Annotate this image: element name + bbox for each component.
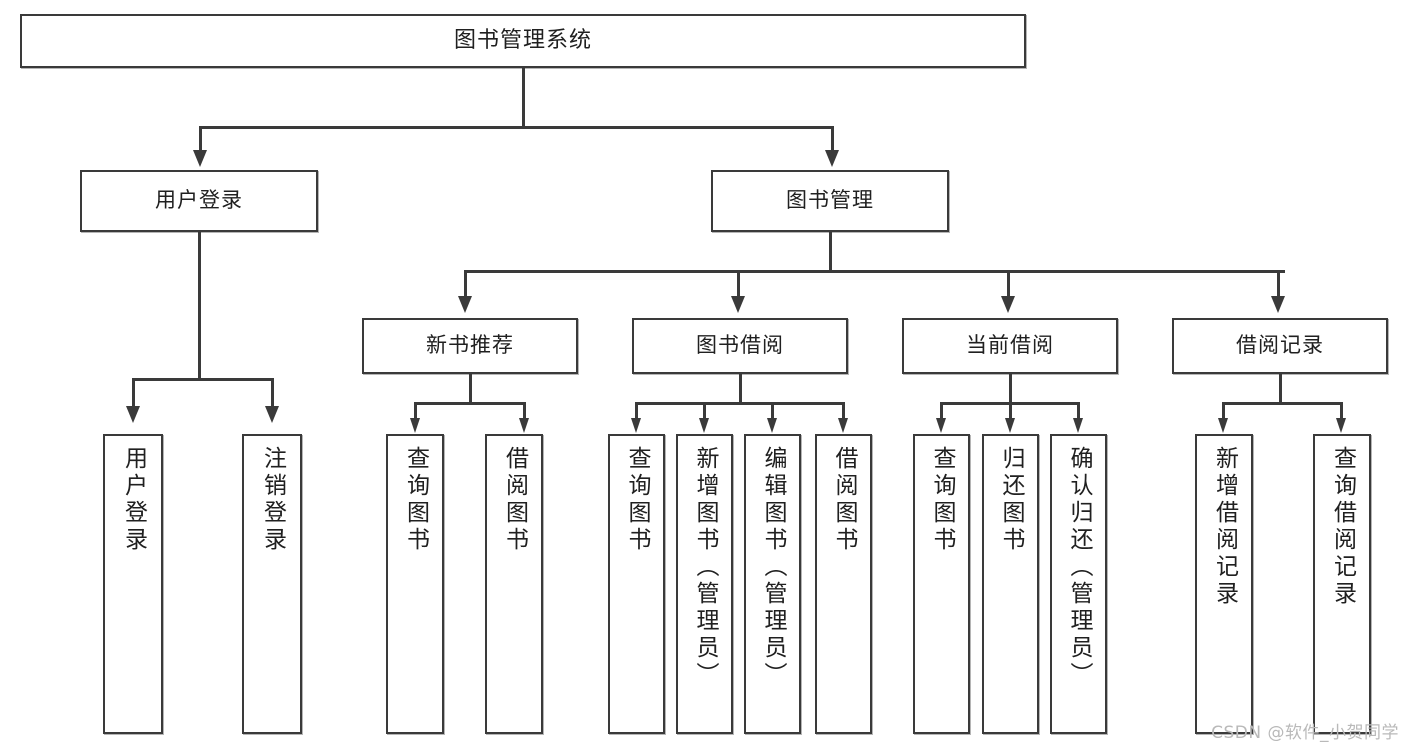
connector-currentborrow-drop-2 — [1009, 402, 1012, 418]
arrowhead-userlogin-leaf-1 — [126, 406, 140, 423]
connector-bookborrow-drop-4 — [842, 402, 845, 418]
connector-currentborrow-drop-3 — [1077, 402, 1080, 418]
arrowhead-currentborrow-leaf-1 — [936, 418, 946, 433]
connector-bookmanage-drop-4 — [1277, 270, 1280, 296]
connector-bookmanage-drop-3 — [1007, 270, 1010, 296]
arrowhead-currentborrow-leaf-3 — [1073, 418, 1083, 433]
connector-bookmanage-drop-1 — [464, 270, 467, 296]
node-label: 确认归还（管理员） — [1066, 446, 1092, 689]
node-label: 图书借阅 — [696, 333, 784, 358]
connector-newbook-drop-2 — [523, 402, 526, 418]
connector-userlogin-drop-2 — [271, 378, 274, 406]
node-label: 用户登录 — [155, 188, 243, 213]
node-new-book-recommend[interactable]: 新书推荐 — [362, 318, 578, 374]
node-current-borrow[interactable]: 当前借阅 — [902, 318, 1118, 374]
node-label: 查询图书 — [929, 446, 955, 554]
arrowhead-newbook-leaf-2 — [519, 418, 529, 433]
leaf-borrowrecord-add-record[interactable]: 新增借阅记录 — [1195, 434, 1253, 734]
connector-newbook-bus — [414, 402, 525, 405]
leaf-bookborrow-query-book[interactable]: 查询图书 — [608, 434, 665, 734]
arrowhead-bookborrow-leaf-3 — [767, 418, 777, 433]
node-label: 编辑图书（管理员） — [760, 446, 786, 689]
node-label: 新增图书（管理员） — [692, 446, 718, 689]
leaf-newbook-query-book[interactable]: 查询图书 — [386, 434, 444, 734]
connector-borrowrecord-drop-2 — [1340, 402, 1343, 418]
arrowhead-currentborrow-leaf-2 — [1005, 418, 1015, 433]
connector-userlogin-stem — [198, 232, 201, 380]
arrowhead-to-new-book — [458, 296, 472, 313]
connector-bookmanage-stem — [829, 232, 832, 272]
connector-bookborrow-drop-2 — [703, 402, 706, 418]
leaf-borrowrecord-query-record[interactable]: 查询借阅记录 — [1313, 434, 1371, 734]
node-label: 新书推荐 — [426, 333, 514, 358]
leaf-bookborrow-add-book-admin[interactable]: 新增图书（管理员） — [676, 434, 733, 734]
connector-root-bus — [199, 126, 833, 129]
node-label: 借阅图书 — [831, 446, 857, 554]
node-root-system[interactable]: 图书管理系统 — [20, 14, 1026, 68]
connector-bookmanage-drop-2 — [737, 270, 740, 296]
leaf-currentborrow-confirm-return-admin[interactable]: 确认归还（管理员） — [1050, 434, 1107, 734]
leaf-bookborrow-borrow-book[interactable]: 借阅图书 — [815, 434, 872, 734]
leaf-logout[interactable]: 注销登录 — [242, 434, 302, 734]
connector-userlogin-drop-1 — [132, 378, 135, 406]
connector-root-stem — [522, 68, 525, 128]
connector-newbook-stem — [469, 374, 472, 404]
leaf-newbook-borrow-book[interactable]: 借阅图书 — [485, 434, 543, 734]
connector-borrowrecord-drop-1 — [1222, 402, 1225, 418]
node-label: 查询图书 — [402, 446, 429, 554]
connector-currentborrow-stem — [1009, 374, 1012, 404]
node-label: 图书管理 — [786, 188, 874, 213]
arrowhead-borrowrecord-leaf-1 — [1218, 418, 1228, 433]
node-label: 注销登录 — [259, 446, 286, 554]
arrowhead-bookborrow-leaf-1 — [631, 418, 641, 433]
leaf-user-login[interactable]: 用户登录 — [103, 434, 163, 734]
node-label: 查询图书 — [624, 446, 650, 554]
arrowhead-newbook-leaf-1 — [410, 418, 420, 433]
arrowhead-bookborrow-leaf-2 — [699, 418, 709, 433]
arrowhead-to-user-login — [193, 150, 207, 167]
connector-bookborrow-drop-3 — [771, 402, 774, 418]
leaf-bookborrow-edit-book-admin[interactable]: 编辑图书（管理员） — [744, 434, 801, 734]
arrowhead-userlogin-leaf-2 — [265, 406, 279, 423]
node-user-login[interactable]: 用户登录 — [80, 170, 318, 232]
connector-bookborrow-stem — [739, 374, 742, 404]
node-book-management[interactable]: 图书管理 — [711, 170, 949, 232]
arrowhead-to-current-borrow — [1001, 296, 1015, 313]
connector-root-drop-left — [199, 126, 202, 150]
leaf-currentborrow-query-book[interactable]: 查询图书 — [913, 434, 970, 734]
connector-borrowrecord-stem — [1279, 374, 1282, 404]
node-book-borrow[interactable]: 图书借阅 — [632, 318, 848, 374]
connector-currentborrow-drop-1 — [940, 402, 943, 418]
connector-bookborrow-drop-1 — [635, 402, 638, 418]
connector-bookborrow-bus — [635, 402, 844, 405]
connector-userlogin-bus — [132, 378, 273, 381]
node-label: 当前借阅 — [966, 333, 1054, 358]
node-label: 用户登录 — [120, 446, 147, 554]
node-label: 新增借阅记录 — [1211, 446, 1238, 608]
connector-newbook-drop-1 — [414, 402, 417, 418]
node-borrow-record[interactable]: 借阅记录 — [1172, 318, 1388, 374]
arrowhead-borrowrecord-leaf-2 — [1336, 418, 1346, 433]
node-label: 图书管理系统 — [453, 27, 592, 53]
node-label: 查询借阅记录 — [1329, 446, 1356, 608]
connector-root-drop-right — [831, 126, 834, 150]
leaf-currentborrow-return-book[interactable]: 归还图书 — [982, 434, 1039, 734]
node-label: 借阅记录 — [1236, 333, 1324, 358]
arrowhead-to-borrow-record — [1271, 296, 1285, 313]
arrowhead-bookborrow-leaf-4 — [838, 418, 848, 433]
node-label: 借阅图书 — [501, 446, 528, 554]
arrowhead-to-book-manage — [825, 150, 839, 167]
node-label: 归还图书 — [998, 446, 1024, 554]
arrowhead-to-book-borrow — [731, 296, 745, 313]
connector-bookmanage-bus — [464, 270, 1285, 273]
connector-borrowrecord-bus — [1222, 402, 1342, 405]
